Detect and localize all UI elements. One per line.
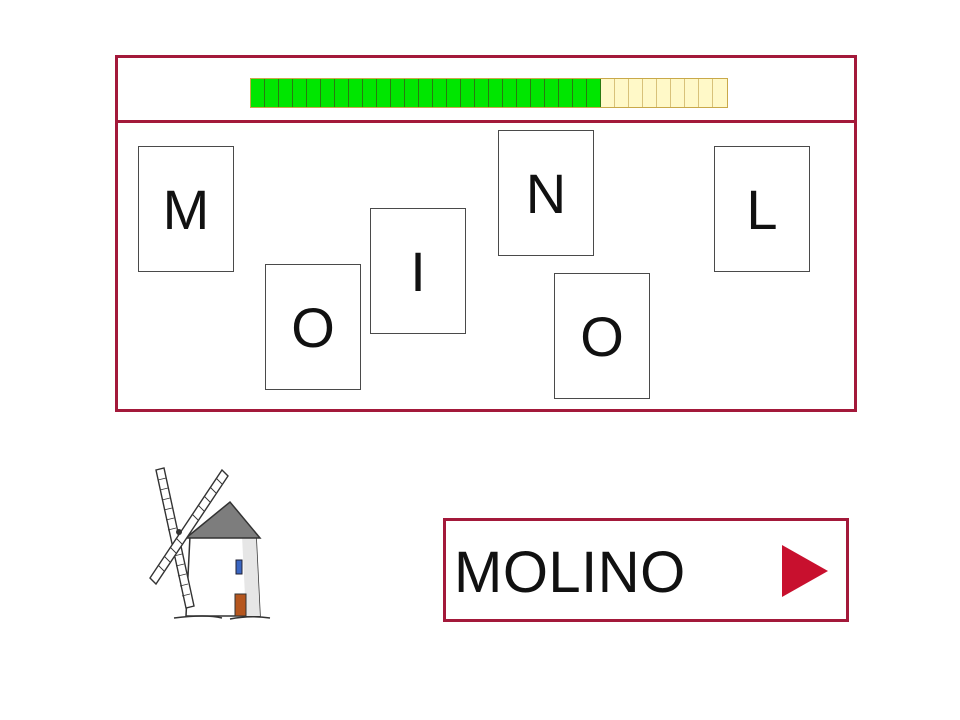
progress-segment-filled	[587, 79, 601, 107]
letter-board: M O I N O L	[115, 55, 857, 412]
windmill-icon	[149, 467, 271, 620]
progress-segment-empty	[685, 79, 699, 107]
progress-segment-filled	[531, 79, 545, 107]
progress-segment-filled	[321, 79, 335, 107]
letter-tile-m[interactable]: M	[138, 146, 234, 272]
progress-segment-filled	[363, 79, 377, 107]
letter-tile-n[interactable]: N	[498, 130, 594, 256]
progress-segment-filled	[559, 79, 573, 107]
progress-segment-empty	[657, 79, 671, 107]
progress-segment-filled	[279, 79, 293, 107]
board-divider	[118, 120, 854, 123]
play-triangle-icon[interactable]	[782, 545, 828, 597]
progress-segment-empty	[615, 79, 629, 107]
progress-segment-filled	[447, 79, 461, 107]
progress-bar	[250, 78, 728, 108]
letter-tile-o-2[interactable]: O	[554, 273, 650, 399]
progress-segment-filled	[419, 79, 433, 107]
progress-segment-filled	[433, 79, 447, 107]
answer-word: MOLINO	[454, 540, 686, 605]
progress-segment-filled	[503, 79, 517, 107]
progress-segment-empty	[643, 79, 657, 107]
progress-segment-empty	[601, 79, 615, 107]
progress-segment-empty	[671, 79, 685, 107]
progress-segment-empty	[699, 79, 713, 107]
progress-segment-filled	[391, 79, 405, 107]
progress-segment-filled	[517, 79, 531, 107]
progress-segment-filled	[349, 79, 363, 107]
progress-segment-filled	[251, 79, 265, 107]
progress-segment-filled	[293, 79, 307, 107]
answer-box: MOLINO	[443, 518, 849, 622]
progress-segment-filled	[573, 79, 587, 107]
letter-tile-o-1[interactable]: O	[265, 264, 361, 390]
progress-segment-filled	[335, 79, 349, 107]
letter-tile-l[interactable]: L	[714, 146, 810, 272]
progress-segment-filled	[377, 79, 391, 107]
letter-tile-i[interactable]: I	[370, 208, 466, 334]
progress-segment-filled	[475, 79, 489, 107]
progress-segment-filled	[489, 79, 503, 107]
progress-segment-empty	[713, 79, 727, 107]
progress-segment-filled	[461, 79, 475, 107]
progress-segment-filled	[405, 79, 419, 107]
progress-segment-filled	[545, 79, 559, 107]
progress-segment-filled	[265, 79, 279, 107]
progress-segment-empty	[629, 79, 643, 107]
progress-segment-filled	[307, 79, 321, 107]
